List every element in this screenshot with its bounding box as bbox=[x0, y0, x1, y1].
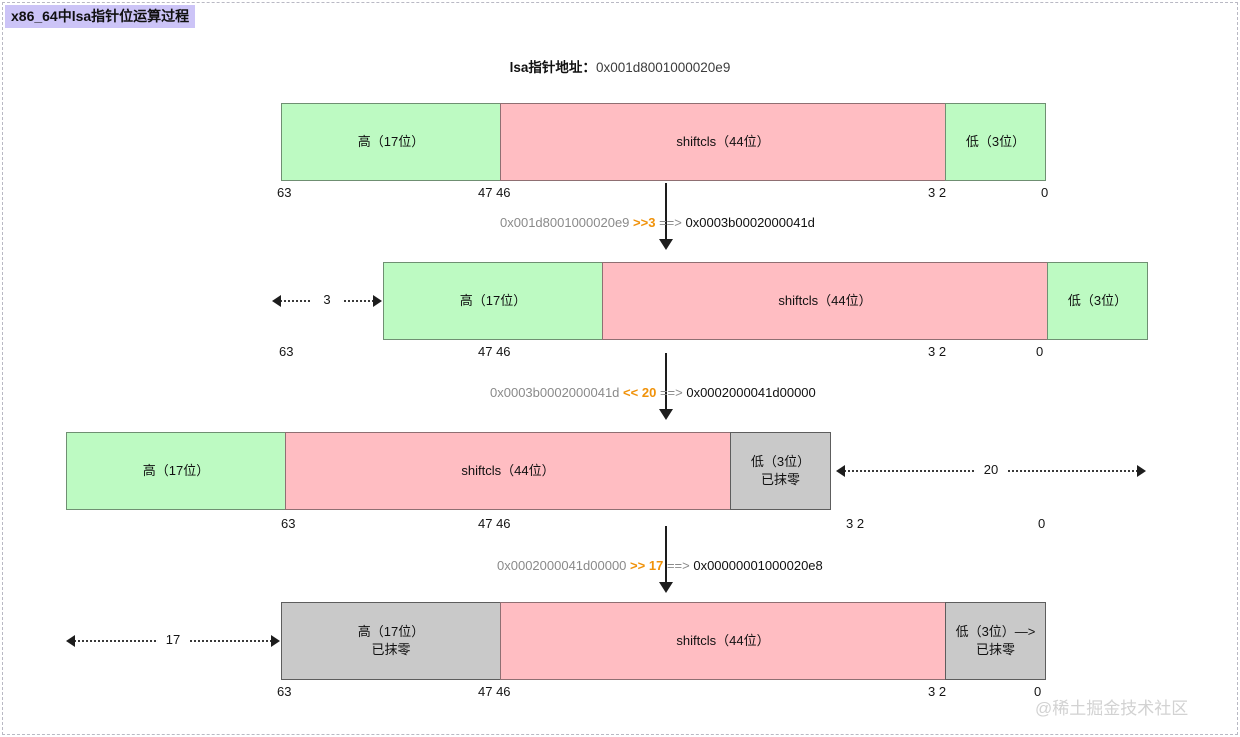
bitnum-0: 0 bbox=[1034, 684, 1042, 699]
flow-connector-line-1 bbox=[665, 183, 667, 239]
bitnum-47-46: 47 46 bbox=[478, 185, 511, 200]
bit-field-shiftcls: shiftcls（44位） bbox=[500, 103, 946, 181]
diagram-title-badge: x86_64中lsa指针位运算过程 bbox=[5, 5, 196, 28]
flow-connector-line-2 bbox=[665, 353, 667, 409]
operation-shift: >>3 bbox=[633, 215, 656, 230]
bitnum-3-2: 3 2 bbox=[846, 516, 865, 531]
lsa-address-line: lsa指针地址：0x001d8001000020e9 bbox=[0, 56, 1240, 76]
bitnum-47-46: 47 46 bbox=[478, 344, 511, 359]
bit-field-low-zeroed: 低（3位） 已抹零 bbox=[730, 432, 831, 510]
operation-operand: 0x0002000041d00000 bbox=[497, 558, 627, 573]
flow-connector-arrow-3 bbox=[659, 582, 673, 593]
bit-field-low: 低（3位） bbox=[1047, 262, 1148, 340]
bit-field-high-zeroed: 高（17位） 已抹零 bbox=[281, 602, 501, 680]
measure-arrow-right bbox=[271, 635, 280, 647]
bitnum-63: 63 bbox=[277, 185, 292, 200]
operation-arrow: ==> bbox=[659, 385, 683, 400]
operation-text-3: 0x0002000041d00000 >> 17 ==> 0x000000010… bbox=[497, 558, 823, 573]
bit-field-label: 高（17位） bbox=[142, 463, 210, 478]
bit-field-low-zeroed: 低（3位）—>已抹零 bbox=[945, 602, 1046, 680]
bit-field-label: shiftcls（44位） bbox=[676, 633, 770, 648]
measure-arrow-right bbox=[373, 295, 382, 307]
bitnum-47-46: 47 46 bbox=[478, 684, 511, 699]
bitnum-3-2: 3 2 bbox=[928, 344, 947, 359]
bitnum-47-46: 47 46 bbox=[478, 516, 511, 531]
bitnum-0: 0 bbox=[1036, 344, 1044, 359]
lsa-address-value: 0x001d8001000020e9 bbox=[595, 60, 731, 75]
bit-field-label: 低（3位） bbox=[750, 454, 811, 469]
operation-operand: 0x0003b0002000041d bbox=[490, 385, 620, 400]
bitnum-63: 63 bbox=[279, 344, 294, 359]
measure-arrow-right bbox=[1137, 465, 1146, 477]
operation-result: 0x0003b0002000041d bbox=[685, 215, 815, 230]
bitnum-0: 0 bbox=[1038, 516, 1046, 531]
bit-bar-row1: 高（17位） shiftcls（44位） 低（3位） bbox=[281, 103, 1046, 181]
shift-measure-row2: 3 bbox=[272, 291, 382, 309]
bit-field-shiftcls: shiftcls（44位） bbox=[500, 602, 946, 680]
measure-label: 17 bbox=[157, 631, 189, 649]
operation-text-2: 0x0003b0002000041d << 20 ==> 0x000200004… bbox=[490, 385, 816, 400]
flow-connector-line-3 bbox=[665, 526, 667, 582]
bit-field-label: 低（3位）—>已抹零 bbox=[955, 624, 1036, 657]
bit-field-label: shiftcls（44位） bbox=[461, 463, 555, 478]
bit-bar-row3: 高（17位） shiftcls（44位） 低（3位） 已抹零 bbox=[66, 432, 831, 510]
operation-shift: >> 17 bbox=[630, 558, 664, 573]
bit-bar-row4: 高（17位） 已抹零 shiftcls（44位） 低（3位）—>已抹零 bbox=[281, 602, 1046, 680]
measure-label: 20 bbox=[975, 461, 1007, 479]
bit-field-shiftcls: shiftcls（44位） bbox=[602, 262, 1048, 340]
operation-shift: << 20 bbox=[623, 385, 657, 400]
bit-field-label: 高（17位） bbox=[357, 134, 425, 149]
operation-operand: 0x001d8001000020e9 bbox=[500, 215, 630, 230]
operation-arrow: ==> bbox=[659, 215, 682, 230]
operation-result: 0x00000001000020e8 bbox=[693, 558, 823, 573]
bit-bar-row2: 高（17位） shiftcls（44位） 低（3位） bbox=[383, 262, 1148, 340]
bitnum-63: 63 bbox=[277, 684, 292, 699]
flow-connector-arrow-1 bbox=[659, 239, 673, 250]
bit-field-high: 高（17位） bbox=[383, 262, 603, 340]
bit-field-label: 高（17位） bbox=[357, 624, 425, 639]
lsa-address-label: lsa指针地址： bbox=[509, 60, 596, 75]
bit-field-label: 低（3位） bbox=[965, 134, 1026, 149]
bit-field-low: 低（3位） bbox=[945, 103, 1046, 181]
bitnum-3-2: 3 2 bbox=[928, 185, 947, 200]
bit-field-label: shiftcls（44位） bbox=[676, 134, 770, 149]
measure-arrow-left bbox=[272, 295, 281, 307]
shift-measure-row4: 17 bbox=[66, 631, 280, 649]
bit-field-shiftcls: shiftcls（44位） bbox=[285, 432, 731, 510]
bit-field-sublabel: 已抹零 bbox=[371, 642, 411, 657]
bit-field-label: shiftcls（44位） bbox=[778, 293, 872, 308]
operation-result: 0x0002000041d00000 bbox=[686, 385, 816, 400]
bitnum-63: 63 bbox=[281, 516, 296, 531]
operation-arrow: ==> bbox=[666, 558, 690, 573]
bitnum-3-2: 3 2 bbox=[928, 684, 947, 699]
measure-arrow-left bbox=[66, 635, 75, 647]
operation-text-1: 0x001d8001000020e9 >>3 ==> 0x0003b000200… bbox=[500, 215, 815, 230]
flow-connector-arrow-2 bbox=[659, 409, 673, 420]
measure-arrow-left bbox=[836, 465, 845, 477]
bit-field-high: 高（17位） bbox=[281, 103, 501, 181]
watermark: @稀土掘金技术社区 bbox=[1035, 699, 1189, 718]
shift-measure-row3: 20 bbox=[836, 461, 1146, 479]
measure-label: 3 bbox=[311, 291, 343, 309]
bit-field-high: 高（17位） bbox=[66, 432, 286, 510]
bit-field-label: 高（17位） bbox=[459, 293, 527, 308]
bitnum-0: 0 bbox=[1041, 185, 1049, 200]
bit-field-sublabel: 已抹零 bbox=[760, 472, 800, 487]
bit-field-label: 低（3位） bbox=[1067, 293, 1128, 308]
